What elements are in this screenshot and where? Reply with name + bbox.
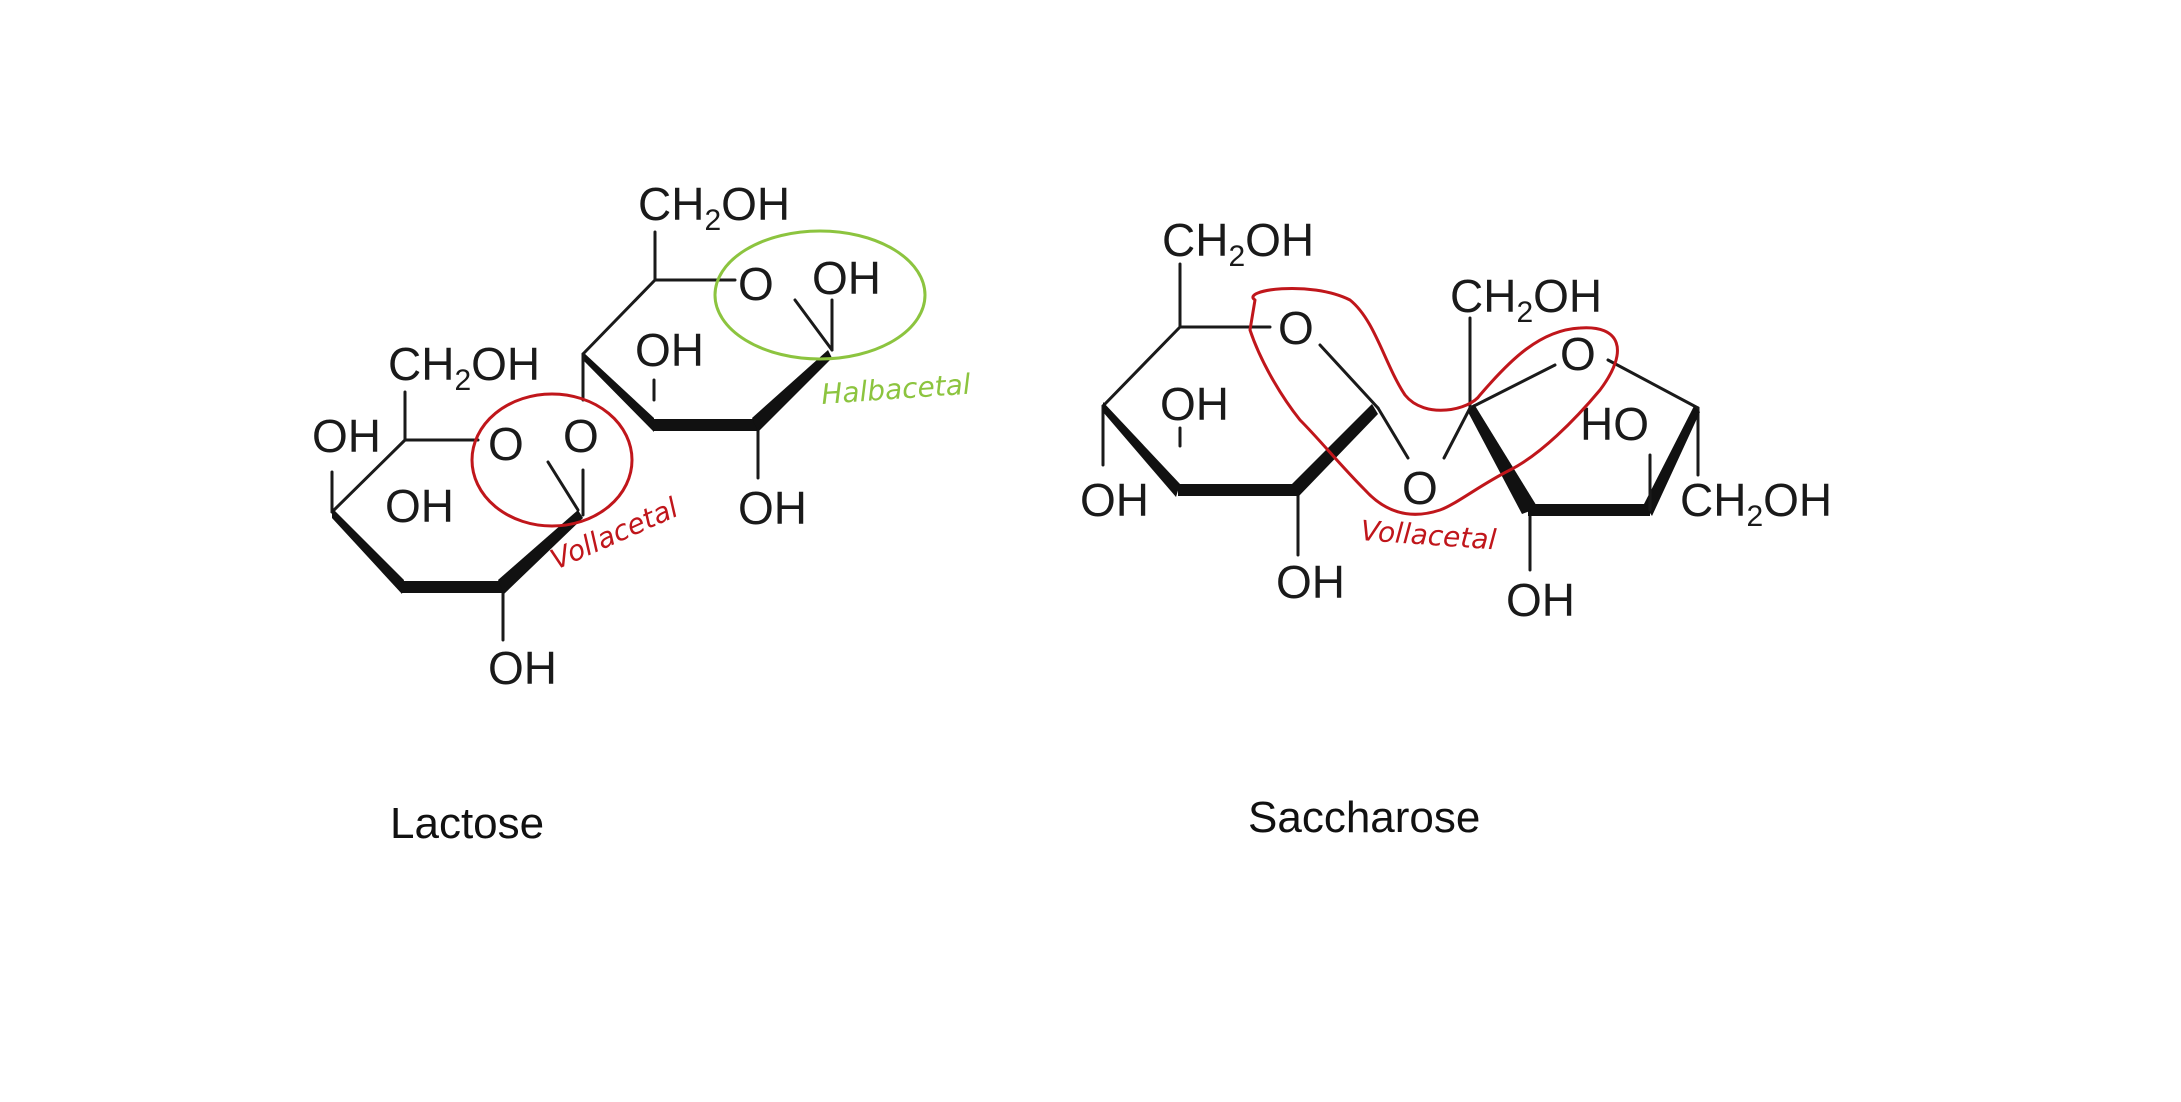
lactose-ring1-oh-mid: OH — [385, 480, 454, 532]
lactose-halbacetal-label: Halbacetal — [820, 368, 972, 411]
lactose-halbacetal-circle — [713, 229, 927, 361]
saccharose-caption: Saccharose — [1248, 793, 1480, 842]
lactose-vollacetal-circle — [470, 392, 634, 528]
saccharose-vollacetal-loop — [1248, 286, 1619, 516]
lactose-ch2oh-left: CH2OH — [388, 338, 540, 397]
saccharose-glucose-ring-bonds — [1101, 262, 1410, 557]
lactose-ring2-wedge-left — [583, 352, 654, 432]
lactose-ring1-oh-left: OH — [312, 410, 381, 462]
lactose-ring2-oh-anomeric: OH — [812, 252, 881, 304]
saccharose-structure: CH2OH O OH OH OH O CH2OH O HO CH2OH OH V… — [1080, 214, 1832, 842]
saccharose-bridge-oxygen: O — [1402, 462, 1438, 514]
saccharose-fructose-wedge-right — [1644, 406, 1700, 516]
saccharose-fructose-oxygen: O — [1560, 328, 1596, 380]
lactose-ring2-oh-upper: OH — [635, 324, 704, 376]
saccharose-glucose-oh-left: OH — [1080, 474, 1149, 526]
lactose-glycosidic-oxygen: O — [563, 410, 599, 462]
saccharose-vollacetal-label: Vollacetal — [1360, 514, 1498, 556]
saccharose-glucose-oh-bottom: OH — [1276, 556, 1345, 608]
saccharose-ch2oh-right: CH2OH — [1680, 474, 1832, 533]
lactose-ring2-wedge-right — [752, 350, 832, 432]
lactose-caption: Lactose — [390, 799, 544, 848]
lactose-ring1-wedge-left — [332, 508, 404, 594]
saccharose-ch2oh-left: CH2OH — [1162, 214, 1314, 273]
lactose-ch2oh-top: CH2OH — [638, 178, 790, 237]
saccharose-glucose-wedge-right — [1292, 404, 1378, 497]
lactose-ring2-oxygen: O — [738, 258, 774, 310]
saccharose-fructose-wedge-left — [1468, 404, 1538, 514]
lactose-ring2-oh-lower: OH — [738, 482, 807, 534]
saccharose-fructose-ring-bonds — [1468, 316, 1700, 572]
lactose-ring1-wedge-right — [498, 510, 583, 594]
lactose-structure: CH2OH O OH OH OH CH2OH OH O O OH OH Voll… — [312, 178, 972, 848]
lactose-ring1-bonds — [330, 390, 583, 642]
saccharose-fructose-oh-bottom: OH — [1506, 574, 1575, 626]
lactose-ring1-oxygen: O — [488, 418, 524, 470]
saccharose-ch2oh-mid: CH2OH — [1450, 270, 1602, 329]
saccharose-glucose-oxygen: O — [1278, 302, 1314, 354]
saccharose-glucose-wedge-left — [1103, 402, 1180, 497]
saccharose-glucose-oh-mid: OH — [1160, 378, 1229, 430]
saccharose-fructose-ho: HO — [1580, 398, 1649, 450]
lactose-ring2-bonds — [581, 230, 834, 480]
lactose-ring1-oh-bottom: OH — [488, 642, 557, 694]
